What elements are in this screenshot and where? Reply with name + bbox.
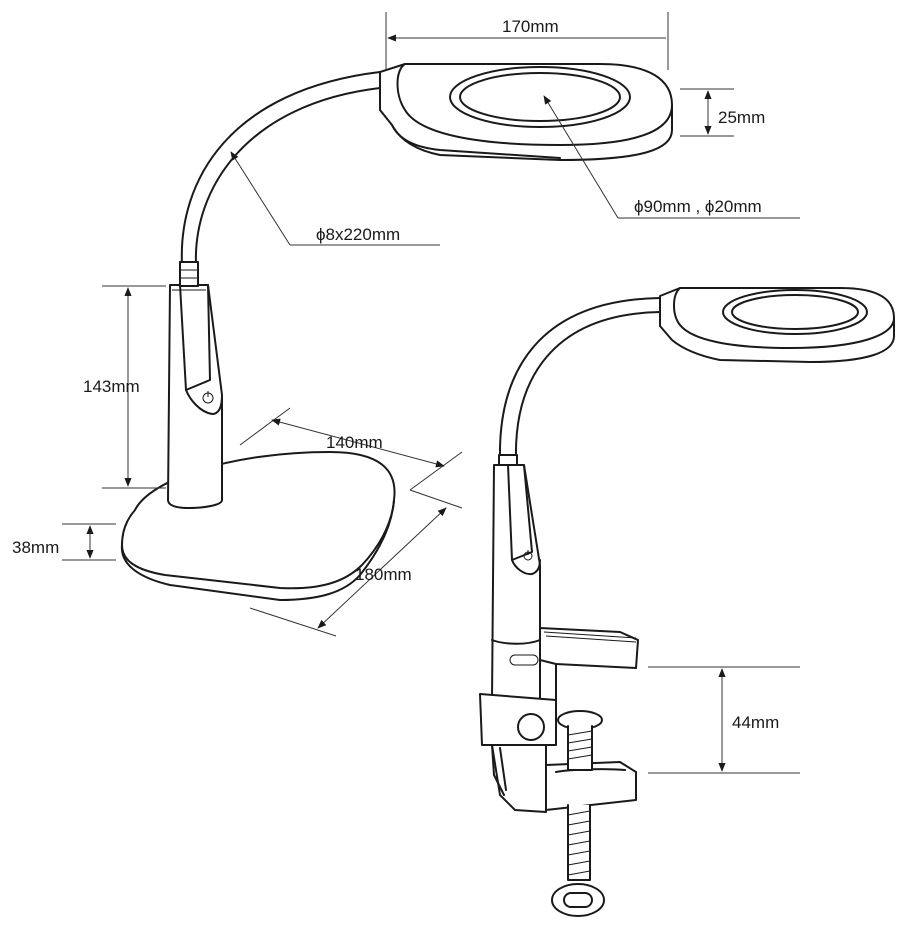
clamp-lamp-head: [659, 287, 895, 363]
dim-140-label: 140mm: [326, 433, 383, 452]
desk-lamp-head: [379, 63, 673, 161]
clamp-lamp-gooseneck: [498, 297, 661, 470]
dim-143: 143mm: [83, 285, 166, 489]
dim-170: 170mm: [385, 12, 669, 70]
dim-lens-label: ϕ90mm , ϕ20mm: [634, 197, 762, 216]
clamp-screw: [557, 710, 603, 881]
dim-38-label: 38mm: [12, 538, 59, 557]
dim-140: 140mm: [239, 407, 463, 491]
clamp-power-button-icon: [523, 550, 533, 561]
dim-38: 38mm: [12, 523, 116, 561]
dim-180-label: 180mm: [355, 565, 412, 584]
dim-gooseneck-label: ϕ8x220mm: [316, 225, 400, 244]
desk-lamp: [120, 63, 673, 601]
dim-lens: ϕ90mm , ϕ20mm: [543, 95, 800, 219]
dim-180: 180mm: [249, 489, 463, 637]
desk-lamp-stand: [167, 284, 223, 509]
clamp-knob: [551, 883, 605, 917]
dim-143-label: 143mm: [83, 377, 140, 396]
dim-44-label: 44mm: [732, 713, 779, 732]
power-button-icon: [202, 391, 214, 404]
clamp-body: [479, 693, 557, 813]
clamp-upper-jaw: [539, 627, 639, 701]
dim-170-label: 170mm: [502, 17, 559, 36]
desk-lamp-base: [120, 451, 396, 601]
dim-gooseneck: ϕ8x220mm: [230, 151, 440, 246]
clamp-lamp: [479, 287, 895, 917]
dim-25-label: 25mm: [718, 108, 765, 127]
desk-lamp-gooseneck: [179, 71, 381, 287]
clamp-lamp-stand: [491, 464, 541, 701]
dim-25: 25mm: [680, 88, 765, 137]
dim-44: 44mm: [648, 666, 800, 774]
